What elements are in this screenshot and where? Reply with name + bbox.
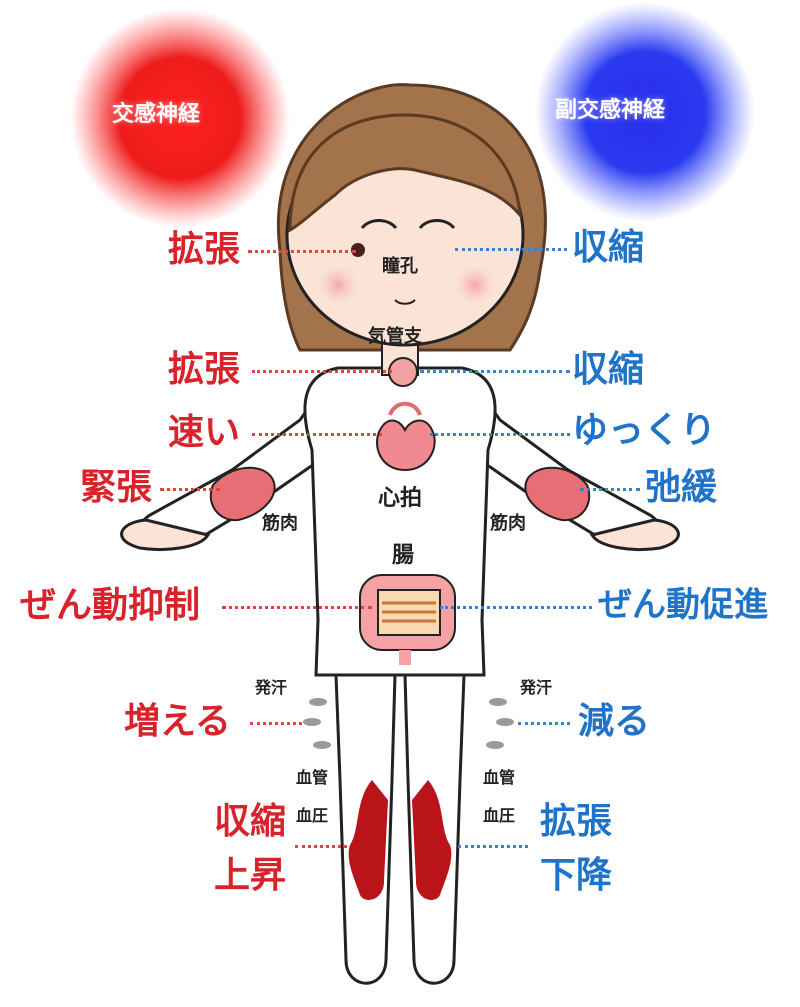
organ-muscle-right: 筋肉 [490, 513, 526, 534]
para-muscle: 弛緩 [645, 467, 718, 508]
symp-heartbeat: 速い [168, 412, 241, 453]
organ-vessel-right: 血管 [483, 768, 516, 787]
intestine-line-left [222, 606, 372, 609]
vessel-line-right [458, 845, 528, 848]
para-intestine: ぜん動促進 [598, 585, 768, 625]
organ-bronchi: 気管支 [368, 326, 422, 347]
organ-pupil: 瞳孔 [382, 256, 418, 277]
organ-heartbeat: 心拍 [378, 486, 423, 511]
symp-intestine: ぜん動抑制 [20, 585, 201, 626]
muscle-line-right [580, 488, 640, 491]
organ-muscle-left: 筋肉 [262, 513, 298, 534]
bronchi-line-left [252, 370, 392, 373]
para-heartbeat: ゆっくり [572, 410, 717, 451]
vessel-line-left [295, 845, 347, 848]
organ-sweat-right: 発汗 [520, 678, 553, 697]
organ-intestine: 腸 [392, 543, 415, 568]
pupil-line-left [248, 250, 356, 253]
intestine-line-right [440, 606, 592, 609]
para-sweat: 減る [578, 701, 651, 742]
sweat-line-left [250, 722, 302, 725]
symp-muscle: 緊張 [80, 467, 153, 508]
sympathetic-circle [70, 8, 290, 228]
organ-bp-right: 血圧 [483, 806, 516, 825]
heart-line-left [252, 433, 382, 436]
symp-sweat: 増える [124, 701, 231, 742]
para-pupil: 収縮 [572, 227, 645, 268]
para-vessel: 拡張 [540, 801, 613, 842]
muscle-line-left [160, 488, 220, 491]
organ-vessel-left: 血管 [296, 768, 329, 787]
bronchi-line-right [420, 370, 570, 373]
organ-sweat-left: 発汗 [255, 678, 288, 697]
symp-pupil: 拡張 [168, 229, 241, 270]
sympathetic-title: 交感神経 [112, 102, 201, 127]
symp-bp: 上昇 [214, 855, 287, 896]
parasympathetic-title: 副交感神経 [555, 98, 666, 123]
pupil-line-right [455, 248, 567, 251]
parasympathetic-circle [535, 2, 755, 222]
heart-line-right [430, 433, 570, 436]
organ-bp-left: 血圧 [296, 806, 329, 825]
sweat-line-right [518, 722, 570, 725]
para-bp: 下降 [540, 855, 613, 896]
para-bronchi: 収縮 [572, 349, 645, 390]
symp-bronchi: 拡張 [168, 349, 241, 390]
symp-vessel: 収縮 [214, 801, 287, 842]
